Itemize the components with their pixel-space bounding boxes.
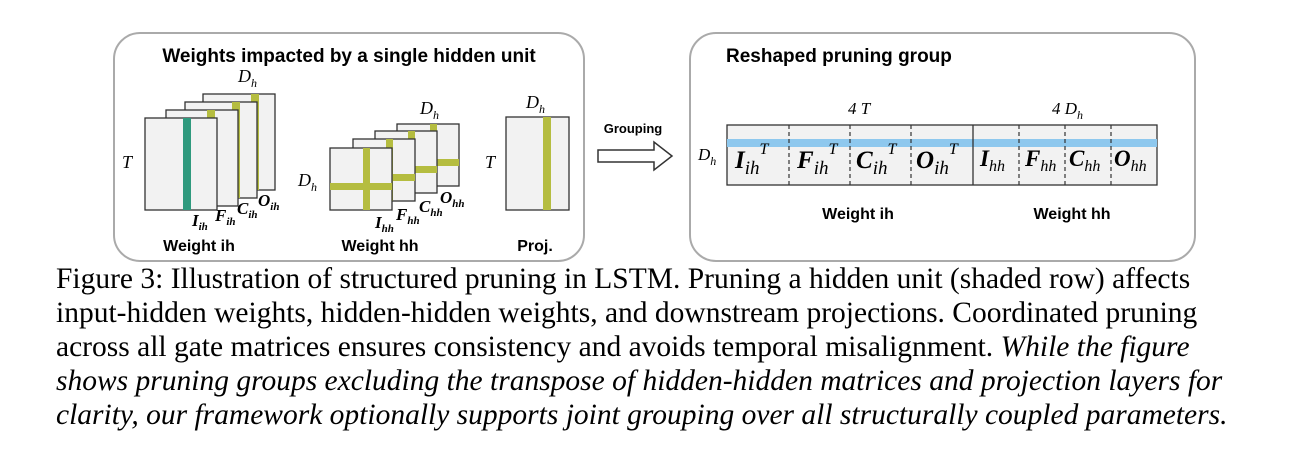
wih-gate-i-matrix <box>144 117 218 211</box>
cell-f-ih-t: FihT <box>796 141 838 179</box>
figure-caption: Figure 3: Illustration of structured pru… <box>56 262 1244 432</box>
wih-gate-f-label: Fih <box>214 206 236 228</box>
wih-dim-top: Dh <box>237 66 257 90</box>
reshaped-matrix <box>726 124 1158 186</box>
wih-gate-c-label: Cih <box>237 199 258 221</box>
cell-o-hh: Ohh <box>1114 146 1147 175</box>
right-panel-title: Reshaped pruning group <box>726 46 952 67</box>
caption-text: across all gate matrices ensures consist… <box>56 331 1001 363</box>
wih-dim-left: T <box>122 152 134 172</box>
cell-i-hh: Ihh <box>979 146 1005 175</box>
grouping-label: Grouping <box>604 121 663 136</box>
right-weight-hh-label: Weight hh <box>1033 206 1110 223</box>
left-panel: Weights impacted by a single hidden unit… <box>113 32 585 262</box>
whh-dim-top: Dh <box>419 98 439 122</box>
whh-gate-i-row <box>330 183 392 190</box>
right-panel: Reshaped pruning group 4 T 4 Dh Dh IihT … <box>689 32 1196 262</box>
dim-ih-width: 4 T <box>848 99 872 118</box>
caption-text-italic: While the figure <box>1000 331 1190 363</box>
caption-line: Figure 3: Illustration of structured pru… <box>56 262 1244 296</box>
proj-dim-left: T <box>485 152 497 172</box>
lstm-pruning-diagram: Weights impacted by a single hidden unit… <box>113 32 1196 262</box>
caption-line: shows pruning groups excluding the trans… <box>56 364 1244 398</box>
weight-hh-stack: Dh Dh Ihh Fhh Chh Ohh Weight hh <box>297 98 465 255</box>
whh-dim-left: Dh <box>297 170 317 194</box>
weight-hh-label: Weight hh <box>341 238 418 255</box>
caption-text-italic: shows pruning groups excluding the trans… <box>56 365 1223 397</box>
right-arrow-icon <box>597 140 674 172</box>
caption-line: across all gate matrices ensures consist… <box>56 330 1244 364</box>
caption-text: input-hidden weights, hidden-hidden weig… <box>56 297 1198 329</box>
wih-gate-i-column <box>183 118 191 210</box>
whh-gate-i-column <box>363 148 370 210</box>
caption-text: Figure 3: Illustration of structured pru… <box>56 263 1191 295</box>
proj-label: Proj. <box>517 238 553 255</box>
weight-ih-stack: Dh T Iih Fih Cih Oih Weight ih <box>122 66 279 255</box>
whh-gate-i-label: Ihh <box>374 213 394 235</box>
proj-matrix <box>505 116 570 211</box>
grouping-arrow: Grouping <box>597 121 674 172</box>
wih-gate-o-label: Oih <box>258 191 279 213</box>
cell-o-ih-t: OihT <box>916 141 959 179</box>
whh-gate-o-label: Ohh <box>440 188 465 210</box>
caption-line: clarity, our framework optionally suppor… <box>56 398 1244 432</box>
cell-f-hh: Fhh <box>1024 146 1056 175</box>
weight-ih-label: Weight ih <box>163 238 235 255</box>
whh-gate-i-matrix <box>329 147 393 211</box>
wih-gate-i-label: Iih <box>191 211 208 233</box>
right-weight-ih-label: Weight ih <box>822 206 894 223</box>
proj-column <box>543 117 551 210</box>
cell-c-ih-t: CihT <box>856 141 897 179</box>
whh-gate-f-label: Fhh <box>395 205 420 227</box>
cell-c-hh: Chh <box>1069 146 1100 175</box>
left-panel-title: Weights impacted by a single hidden unit <box>162 46 536 67</box>
dim-left: Dh <box>697 145 716 168</box>
proj-dim-top: Dh <box>525 92 545 116</box>
projection-matrix-group: Dh T Proj. <box>485 92 570 255</box>
caption-line: input-hidden weights, hidden-hidden weig… <box>56 296 1244 330</box>
gate-dividers <box>788 125 1112 185</box>
pruned-row-highlight <box>727 139 1157 147</box>
caption-text-italic: clarity, our framework optionally suppor… <box>56 399 1228 431</box>
cell-i-ih-t: IihT <box>734 141 770 179</box>
dim-hh-width: 4 Dh <box>1052 99 1083 122</box>
whh-gate-c-label: Chh <box>419 197 443 219</box>
